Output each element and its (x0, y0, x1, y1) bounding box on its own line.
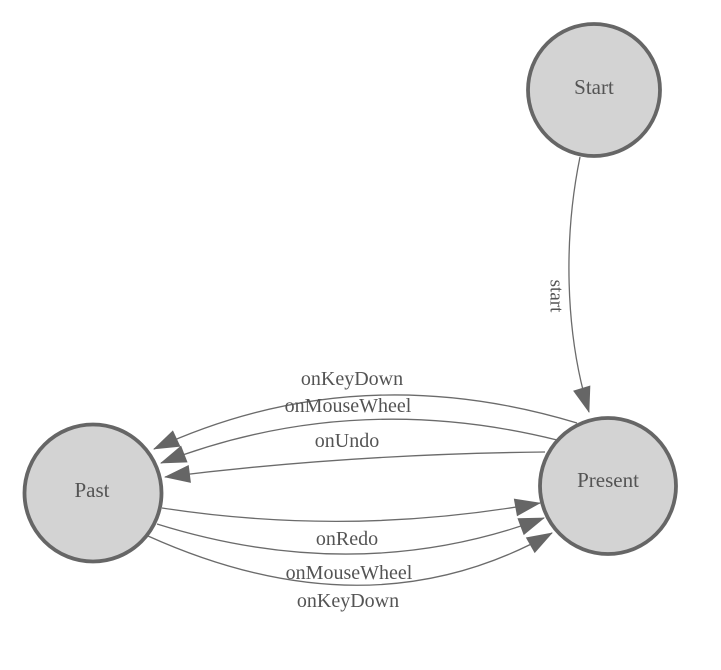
node-start-circle[interactable] (526, 22, 662, 158)
edge-present-to-past-onkeydown (153, 394, 578, 450)
edge-label-onredo: onRedo (316, 528, 378, 550)
edge-past-to-present-onredo (161, 498, 541, 522)
node-past[interactable]: Past (22, 422, 164, 564)
node-past-label: Past (74, 478, 109, 502)
node-present-label: Present (577, 468, 639, 492)
edge-layer (147, 156, 591, 586)
node-past-circle[interactable] (22, 422, 164, 564)
node-start-label: Start (574, 75, 614, 99)
edge-label-onkeydown-bottom: onKeyDown (297, 590, 399, 612)
edge-start-to-present (568, 156, 591, 413)
node-present-circle[interactable] (538, 416, 678, 556)
node-present[interactable]: Present (538, 416, 678, 556)
edge-label-onmousewheel-bottom: onMouseWheel (286, 562, 413, 584)
edge-present-to-past-onundo (164, 451, 546, 483)
edge-present-to-past-onmousewheel (160, 418, 558, 464)
edge-label-onundo: onUndo (315, 430, 379, 452)
edge-label-layer: start onKeyDown onMouseWheel onUndo onRe… (285, 280, 567, 612)
edge-label-onmousewheel-top: onMouseWheel (285, 395, 412, 417)
edge-past-to-present-onkeydown (147, 532, 553, 586)
node-start[interactable]: Start (526, 22, 662, 158)
edge-label-onkeydown-top: onKeyDown (301, 368, 403, 390)
edge-past-to-present-onmousewheel (156, 517, 545, 555)
edge-label-start: start (546, 280, 567, 313)
